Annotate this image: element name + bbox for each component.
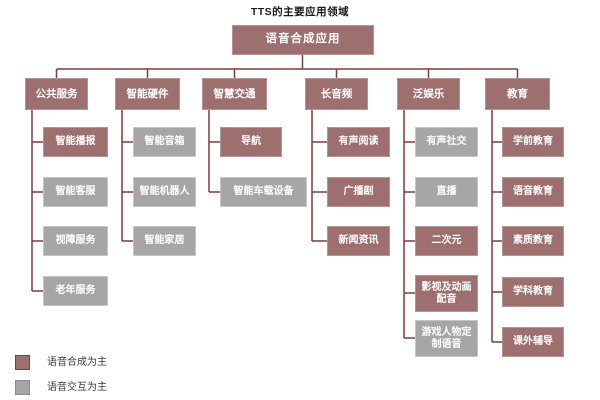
leaf-smart-home: 智能家居 xyxy=(133,226,196,256)
node-speech-synthesis-applications: 语音合成应用 xyxy=(232,25,374,55)
branch-pan-entertainment: 泛娱乐 xyxy=(397,78,460,110)
leaf-game-character-voice: 游戏人物定制语音 xyxy=(415,320,478,357)
leaf-visually-impaired-services: 视障服务 xyxy=(43,226,108,256)
leaf-subject-education: 学科教育 xyxy=(502,277,564,307)
leaf-preschool-education: 学前教育 xyxy=(502,127,564,157)
leaf-elderly-services: 老年服务 xyxy=(43,276,108,306)
legend-label-synthesis: 语音合成为主 xyxy=(47,357,107,368)
leaf-radio-drama: 广播剧 xyxy=(327,177,390,207)
leaf-quality-education: 素质教育 xyxy=(502,226,564,256)
chart-title: TTS的主要应用领域 xyxy=(250,6,350,18)
leaf-smart-customer-service: 智能客服 xyxy=(43,177,108,207)
leaf-film-animation-dubbing: 影视及动画配音 xyxy=(415,275,478,312)
branch-smart-hardware: 智能硬件 xyxy=(115,78,180,110)
leaf-audio-social: 有声社交 xyxy=(415,127,478,157)
leaf-audio-reading: 有声阅读 xyxy=(327,127,390,157)
leaf-acg: 二次元 xyxy=(415,226,478,256)
leaf-smart-robot: 智能机器人 xyxy=(133,177,196,207)
leaf-speech-education: 语音教育 xyxy=(502,177,564,207)
branch-long-audio: 长音频 xyxy=(305,78,368,110)
legend-swatch-synthesis xyxy=(15,355,30,370)
leaf-smart-speaker: 智能音箱 xyxy=(133,127,196,157)
branch-smart-transportation: 智慧交通 xyxy=(202,78,267,110)
leaf-smart-vehicle-devices: 智能车载设备 xyxy=(220,177,307,207)
leaf-live-streaming: 直播 xyxy=(415,177,478,207)
branch-education: 教育 xyxy=(485,78,550,110)
leaf-after-school-tutoring: 课外辅导 xyxy=(502,327,564,357)
legend-label-interaction: 语音交互为主 xyxy=(47,382,107,393)
branch-public-services: 公共服务 xyxy=(25,78,88,110)
leaf-news-information: 新闻资讯 xyxy=(327,226,390,256)
legend-swatch-interaction xyxy=(15,380,30,395)
leaf-smart-broadcast: 智能播报 xyxy=(43,127,108,157)
leaf-navigation: 导航 xyxy=(220,127,282,157)
